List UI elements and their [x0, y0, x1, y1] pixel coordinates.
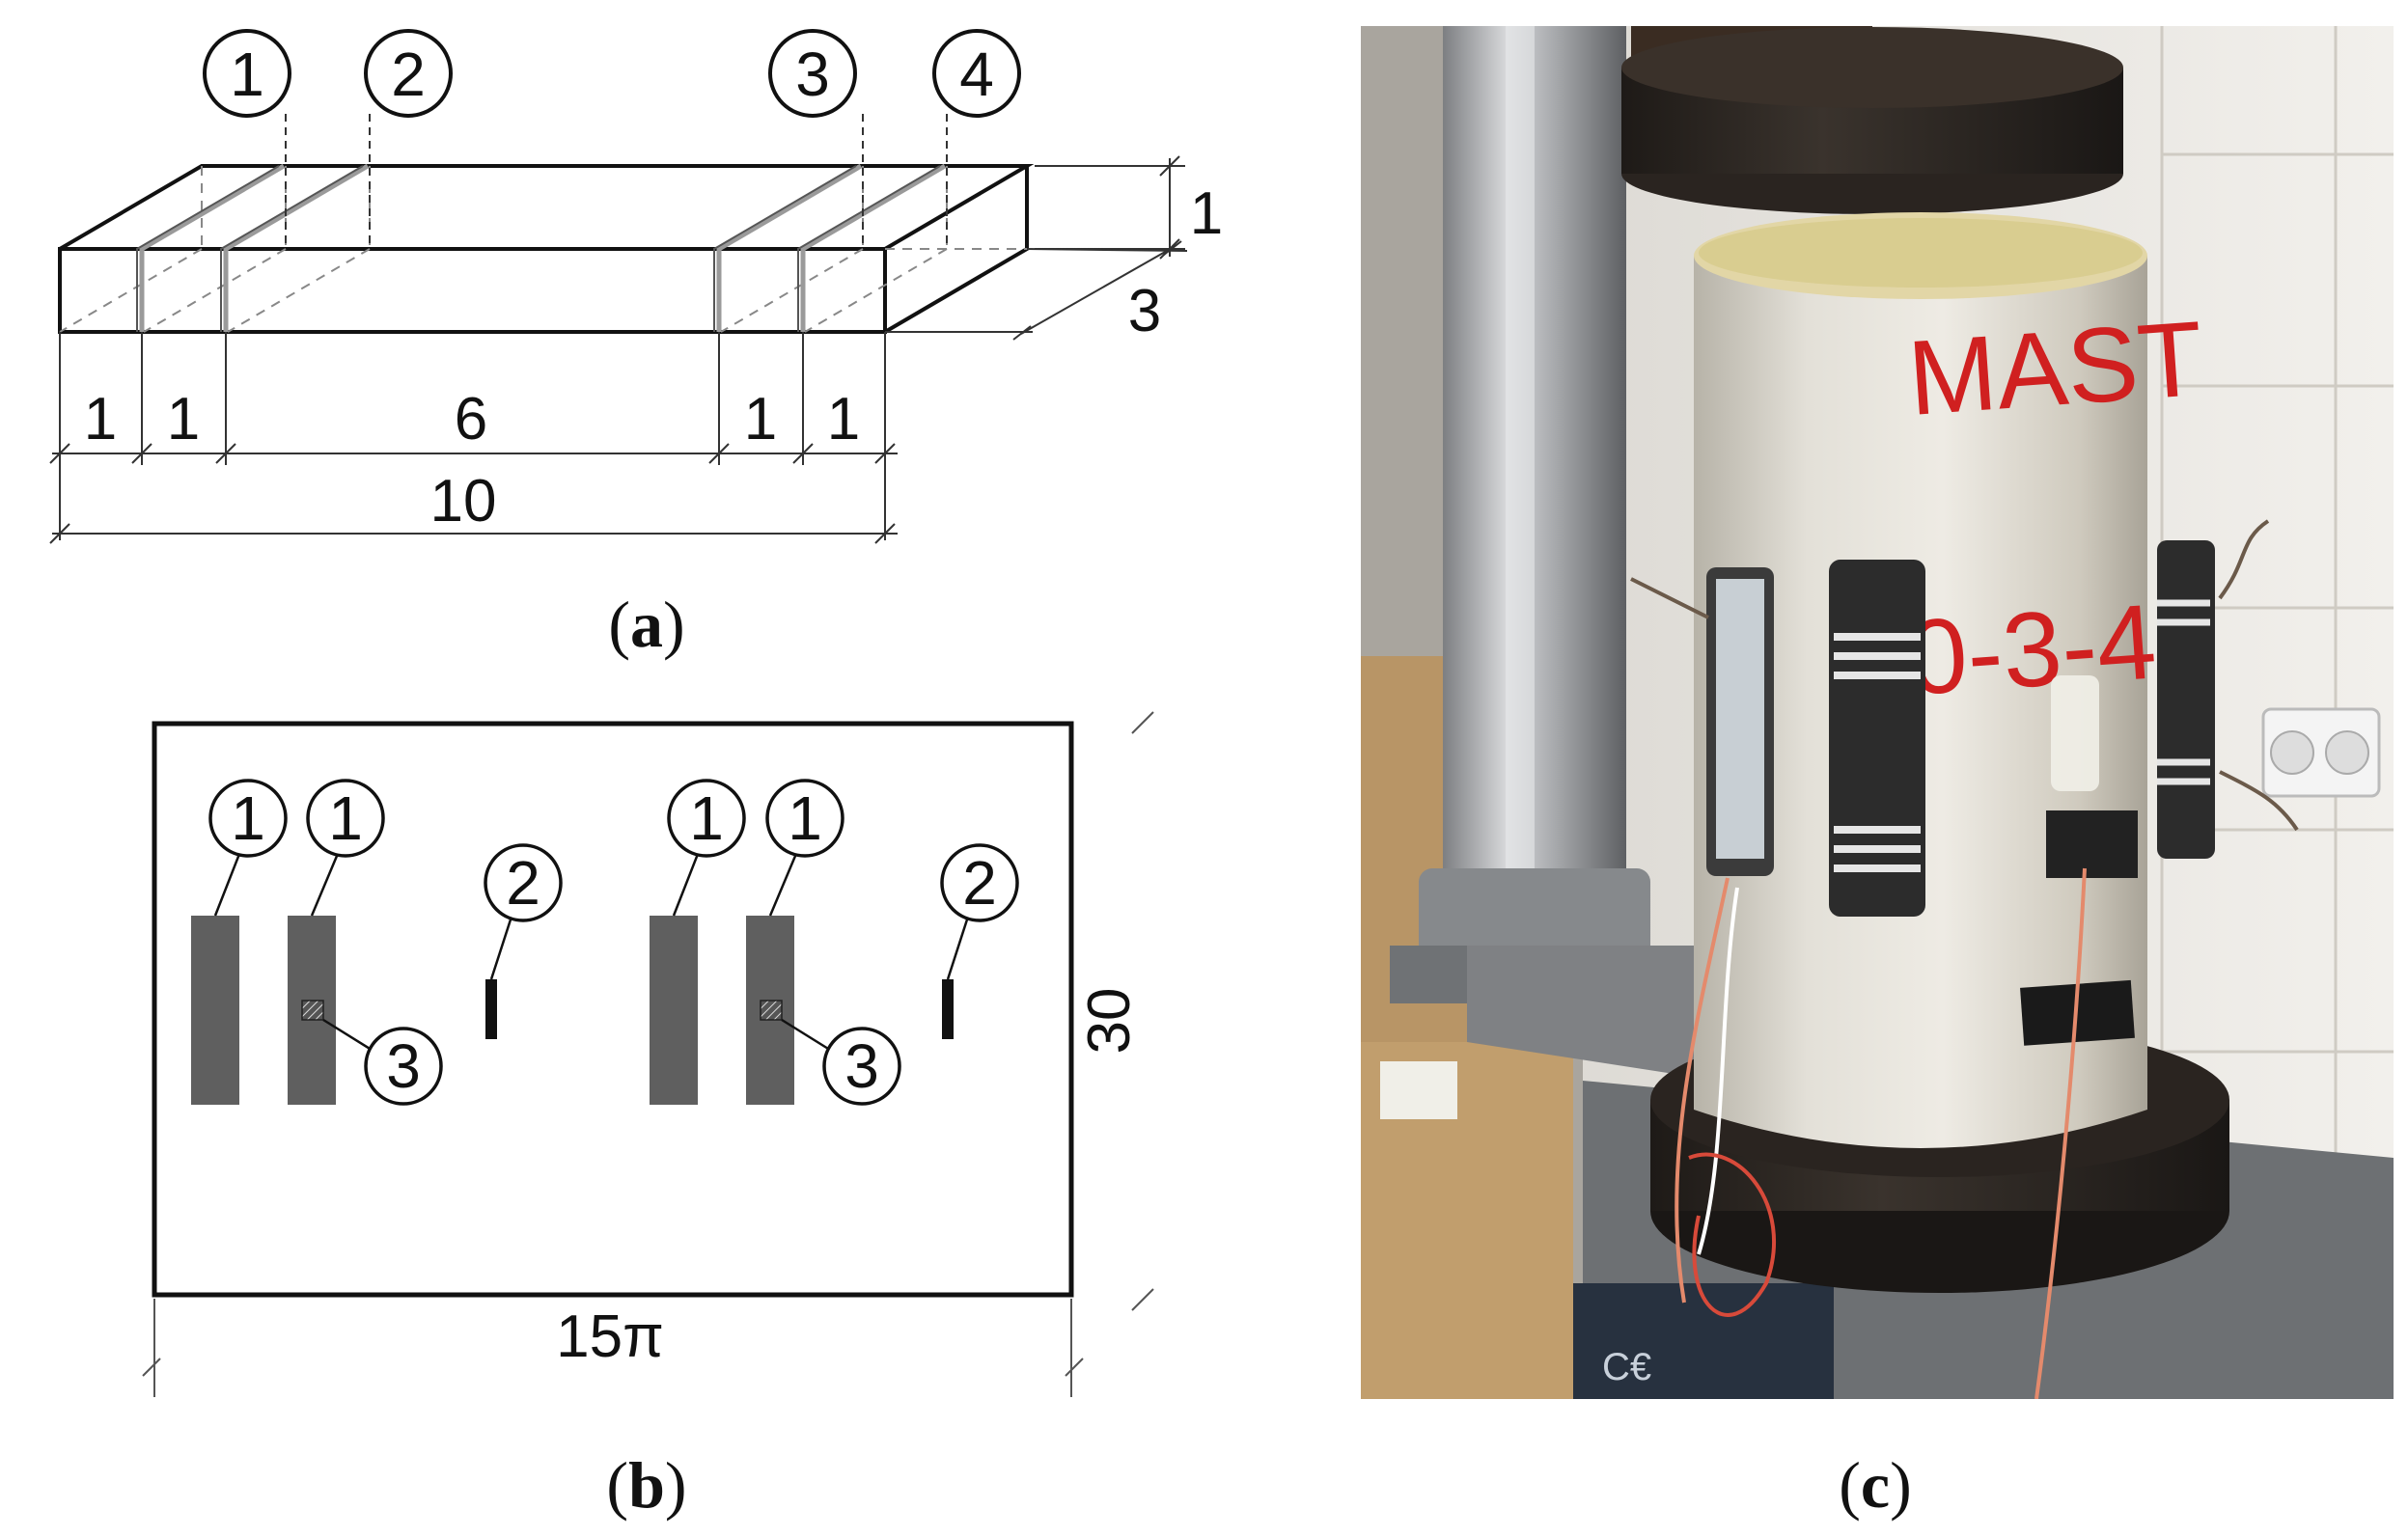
callout-3-label: 3 — [795, 40, 830, 109]
label-gauge1b-text: 1 — [328, 783, 363, 853]
caption-a-letter: a — [630, 588, 663, 661]
band-4 — [800, 163, 947, 332]
label-gauge1a: 1 — [208, 779, 288, 917]
band-1 — [139, 163, 286, 332]
small-gauge — [485, 979, 497, 1039]
attached-gauges — [1706, 540, 2215, 1046]
strip-outline — [58, 164, 1035, 334]
callout-1-label: 1 — [230, 40, 264, 109]
svg-text:C€: C€ — [1602, 1346, 1651, 1388]
height-dimension — [1035, 155, 1185, 260]
depth-dimension — [885, 240, 1188, 341]
callout-3: 3 — [768, 29, 864, 249]
sensor-bands — [139, 163, 947, 332]
label-gauge3-text: 3 — [386, 1031, 421, 1101]
caption-c: (c) — [1839, 1448, 1912, 1522]
label-gauge3b-text: 3 — [844, 1031, 879, 1101]
segment-dimensions — [49, 332, 898, 544]
panel-b: 30 15π 1 1 2 3 — [142, 711, 1154, 1522]
surface-width-label: 15π — [556, 1304, 664, 1370]
surface-dimensions — [142, 711, 1154, 1397]
sensor-patch — [301, 1000, 324, 1021]
segment-dim-5: 1 — [827, 386, 860, 453]
label-gauge1a-text: 1 — [231, 783, 265, 853]
callout-4-label: 4 — [959, 40, 994, 109]
callout-2-label: 2 — [391, 40, 426, 109]
specimen-marking-2: 0-3-4 — [1904, 582, 2160, 718]
label-gauge3b: 3 — [781, 1018, 901, 1106]
label-gauge1b: 1 — [306, 779, 385, 917]
small-gauge — [942, 979, 954, 1039]
label-gauge2b: 2 — [940, 843, 1019, 980]
panel-c-photo: C€ MAST 0-3-4 — [1361, 26, 2394, 1522]
label-gauge1d: 1 — [765, 779, 844, 917]
surface-height-label: 30 — [1076, 988, 1143, 1055]
wires — [1630, 519, 2299, 1399]
caption-b-letter: b — [628, 1448, 665, 1522]
hidden-edges — [59, 166, 1027, 333]
segment-dim-3: 6 — [455, 386, 487, 453]
band-3 — [716, 163, 863, 332]
callout-1: 1 — [203, 29, 291, 249]
strain-gauge-band — [650, 916, 698, 1105]
segment-dim-4: 1 — [744, 386, 777, 453]
label-gauge2: 2 — [484, 843, 563, 980]
total-dim-label: 10 — [430, 468, 497, 535]
label-gauge1c-text: 1 — [689, 783, 724, 853]
callout-2: 2 — [364, 29, 453, 249]
caption-c-letter: c — [1861, 1448, 1890, 1522]
segment-dim-1: 1 — [84, 386, 117, 453]
panel-a: 1 2 3 4 1 — [49, 29, 1223, 661]
band-2 — [223, 163, 370, 332]
sensor-patch — [760, 1000, 783, 1021]
label-gauge1d-text: 1 — [788, 783, 822, 853]
label-gauge2b-text: 2 — [962, 848, 997, 918]
specimen-marking-1: MAST — [1904, 299, 2206, 438]
caption-b: (b) — [606, 1448, 686, 1522]
height-dim-label: 1 — [1190, 180, 1223, 247]
segment-dim-2: 1 — [167, 386, 200, 453]
label-gauge3: 3 — [322, 1018, 443, 1106]
callout-4: 4 — [932, 29, 1021, 249]
label-gauge2-text: 2 — [506, 848, 540, 918]
strain-gauge-band — [191, 916, 239, 1105]
label-gauge1c: 1 — [667, 779, 746, 917]
depth-dim-label: 3 — [1128, 278, 1161, 344]
caption-a: (a) — [608, 588, 684, 661]
